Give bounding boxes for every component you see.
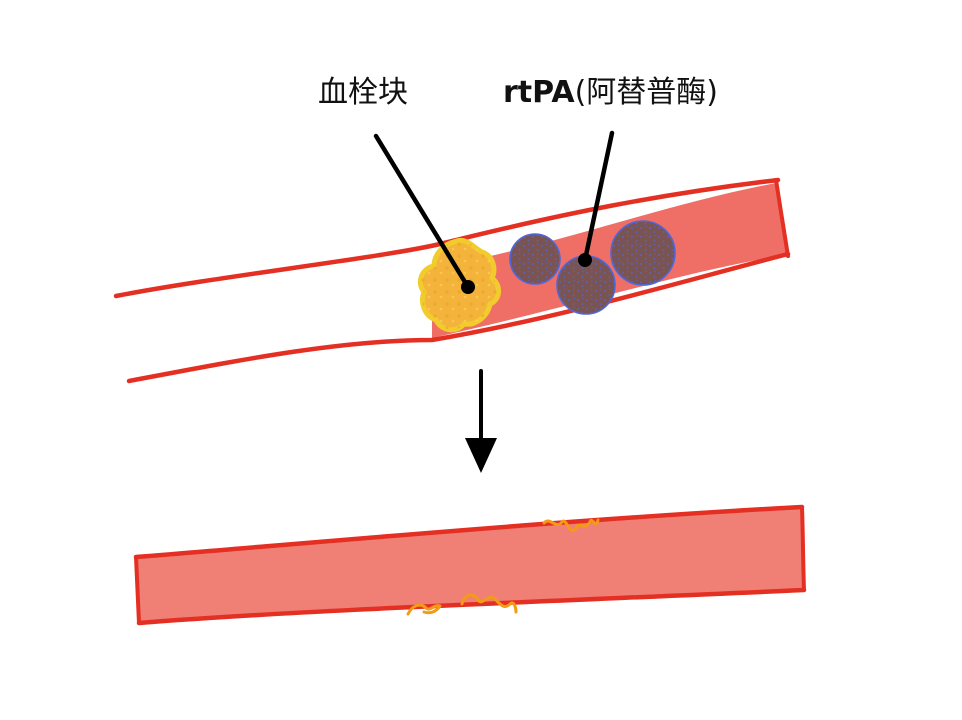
vessel-lower-wall [126, 251, 791, 384]
residue-squiggle [542, 518, 600, 532]
rtpa-label: rtPA(阿替普酶) [503, 78, 718, 108]
vessel-lumen-fill-clear [136, 508, 804, 623]
rtpa-leader-dot [578, 253, 592, 267]
vessel-upper-wall-clear [133, 504, 805, 560]
recanalized-vessel [133, 504, 807, 626]
rtpa-molecule [610, 220, 676, 286]
down-arrow-icon [465, 369, 497, 473]
vessel-lumen-fill [432, 183, 786, 338]
vessel-end-cap [774, 178, 790, 258]
vessel-right-cap [800, 505, 806, 592]
residue-squiggle [460, 593, 518, 614]
residue-squiggle [406, 603, 442, 616]
rtpa-molecule [509, 233, 561, 285]
rtpa-label-abbrev: rtPA [503, 75, 575, 110]
clot-residue [406, 518, 600, 616]
clot-label: 血栓块 [318, 75, 408, 110]
vessel-left-cap [134, 555, 141, 625]
rtpa-label-name: (阿替普酶) [574, 75, 719, 110]
leader-lines [373, 130, 615, 294]
clot-leader-line [373, 133, 471, 290]
blood-clot [417, 237, 501, 333]
rtpa-leader-line [582, 130, 615, 263]
clot-leader-dot [461, 280, 475, 294]
